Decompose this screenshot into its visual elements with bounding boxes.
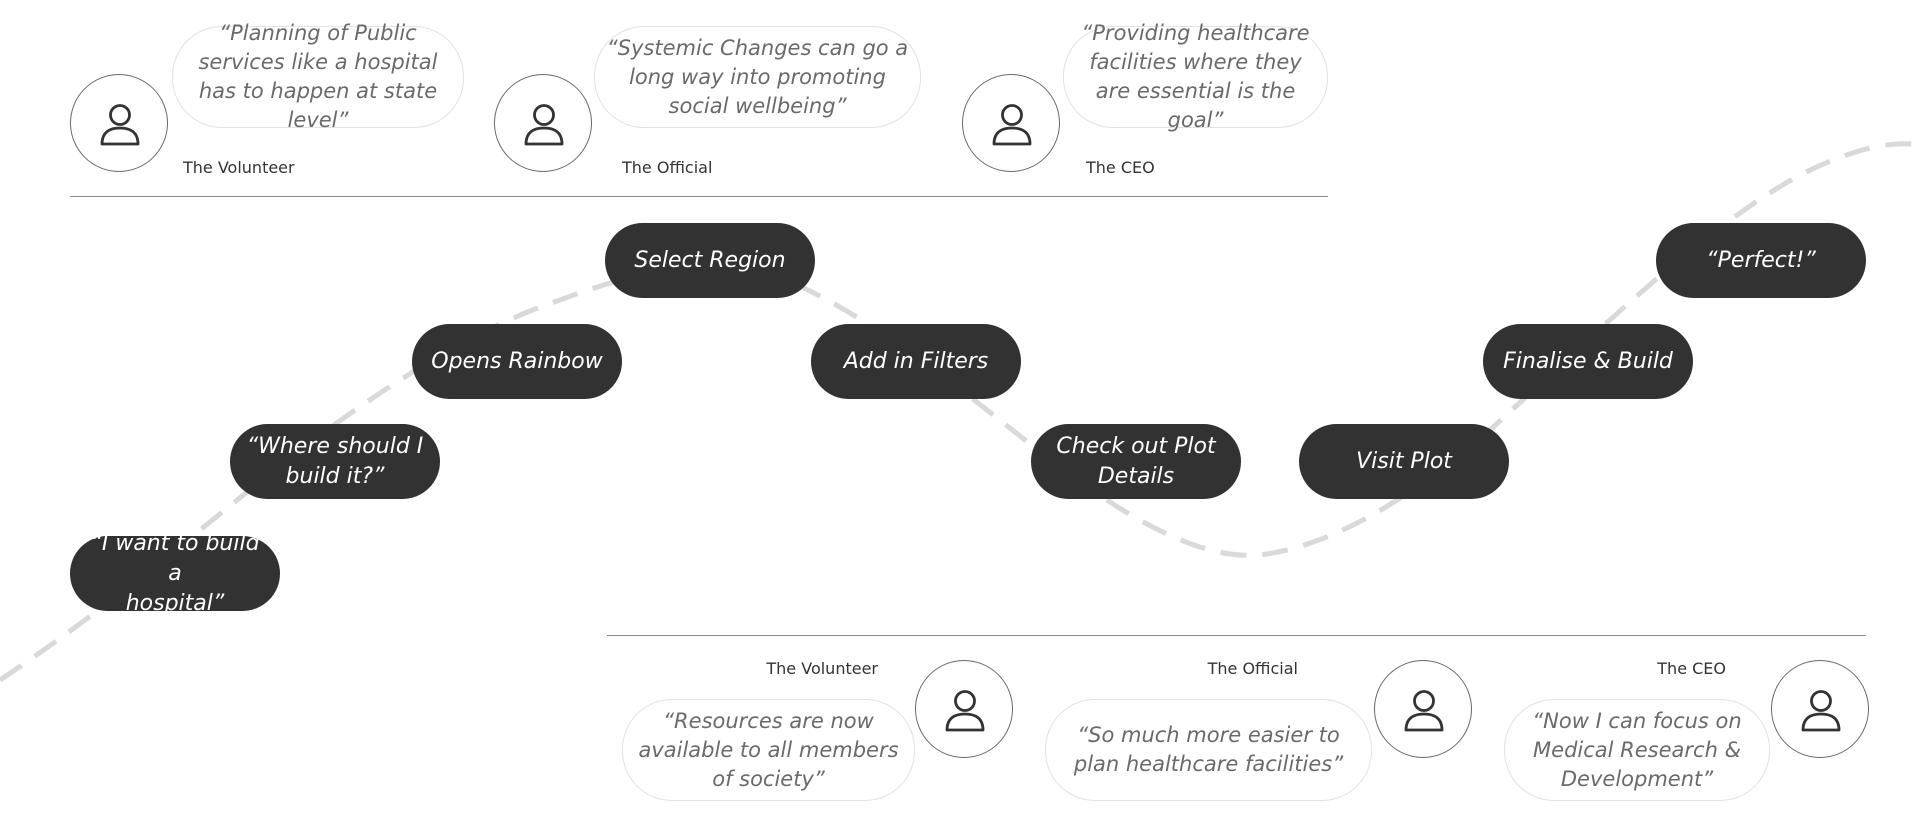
step-perfect: “Perfect!”: [1656, 223, 1866, 298]
person-icon: [100, 104, 140, 146]
persona-name: The Volunteer: [766, 659, 878, 678]
persona-quote: “Providing healthcare facilities where t…: [1063, 21, 1328, 132]
avatar: [494, 74, 592, 172]
person-icon: [945, 690, 985, 732]
avatar: [1771, 660, 1869, 758]
persona-quote: “Systemic Changes can go a long way into…: [594, 26, 921, 128]
step-add-filters: Add in Filters: [811, 324, 1021, 399]
persona-name: The Official: [1207, 659, 1298, 678]
top-divider: [70, 196, 1328, 197]
avatar: [915, 660, 1013, 758]
persona-name: The Volunteer: [183, 158, 295, 177]
persona-name: The CEO: [1657, 659, 1726, 678]
step-want-hospital: “I want to build a hospital”: [70, 531, 280, 616]
step-visit-plot: Visit Plot: [1299, 424, 1509, 499]
bottom-divider: [607, 635, 1866, 636]
persona-name: The Official: [622, 158, 713, 177]
persona-quote: “Now I can focus on Medical Research & D…: [1504, 699, 1770, 801]
avatar: [1374, 660, 1472, 758]
persona-quote: “Resources are now available to all memb…: [622, 699, 915, 801]
avatar: [962, 74, 1060, 172]
person-icon: [524, 104, 564, 146]
persona-quote: “So much more easier to plan healthcare …: [1045, 699, 1372, 801]
persona-quote: “Planning of Public services like a hosp…: [172, 21, 464, 132]
step-finalise-build: Finalise & Build: [1483, 324, 1693, 399]
step-where-build: “Where should I build it?”: [230, 424, 440, 499]
step-select-region: Select Region: [605, 223, 815, 298]
step-check-plot-details: Check out Plot Details: [1031, 424, 1241, 499]
persona-name: The CEO: [1086, 158, 1155, 177]
avatar: [70, 74, 168, 172]
person-icon: [1801, 690, 1841, 732]
person-icon: [992, 104, 1032, 146]
step-opens-rainbow: Opens Rainbow: [412, 324, 622, 399]
person-icon: [1404, 690, 1444, 732]
